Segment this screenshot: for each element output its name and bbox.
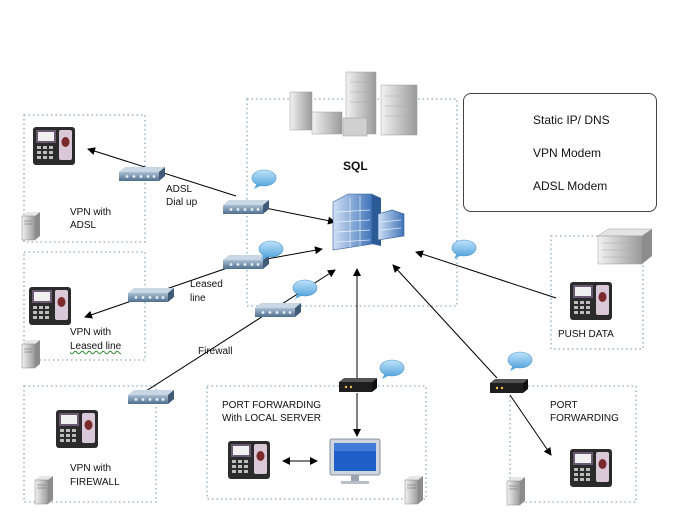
link-adsl-dialup-label-line2: Dial up <box>166 197 198 208</box>
link-leased-line-label-line1: Leased <box>190 279 223 290</box>
tower-pc-port-forwarding-icon <box>506 476 526 506</box>
link-portfwd-to-server <box>392 264 498 379</box>
tower-pc-port-forwarding-local-icon <box>404 475 424 505</box>
terminal-vpn-adsl-icon <box>33 127 75 165</box>
site-port-forwarding-local-label-line1: PORT FORWARDING <box>222 400 322 411</box>
terminal-vpn-firewall-icon <box>56 410 98 448</box>
terminal-port-forwarding-icon <box>570 449 612 487</box>
static-ip-cloud-port-forwarding-icon <box>507 351 533 372</box>
site-vpn-leased-label-line1: VPN with <box>70 327 112 338</box>
link-adsl-dialup-label-line1: ADSL <box>166 184 193 195</box>
link-leased-line-label-line2: line <box>190 293 206 304</box>
site-vpn-adsl-label-line1: VPN with <box>70 207 112 218</box>
vpn-modem-firewall-left-icon <box>128 390 174 404</box>
city-buildings-icon <box>289 71 418 137</box>
tower-pc-vpn-leased-icon <box>21 339 41 369</box>
adsl-modem-port-forwarding-icon <box>490 379 528 393</box>
site-vpn-firewall-label-line2: FIREWALL <box>70 477 120 488</box>
link-push-data-to-server <box>415 250 557 299</box>
link-portfwd-to-terminal <box>509 394 552 456</box>
site-port-forwarding-border <box>509 385 637 503</box>
site-vpn-leased-border <box>23 251 146 361</box>
site-push-data-border <box>550 235 644 350</box>
vpn-modem-leased-right-icon <box>223 255 269 269</box>
static-ip-cloud-firewall-icon <box>292 279 318 300</box>
sql-server-icon <box>332 193 405 251</box>
terminal-push-data-icon <box>570 282 612 320</box>
terminal-port-forwarding-local-icon <box>228 441 270 479</box>
site-vpn-adsl-label-line2: ADSL <box>70 220 97 231</box>
office-building-icon <box>597 228 653 265</box>
static-ip-cloud-adsl-icon <box>251 169 277 190</box>
static-ip-cloud-port-forwarding-local-icon <box>379 359 405 380</box>
vpn-modem-firewall-right-icon <box>255 303 301 317</box>
vpn-modem-leased-left-icon <box>128 288 174 302</box>
adsl-modem-port-forwarding-local-icon <box>339 378 377 392</box>
tower-pc-vpn-adsl-icon <box>21 211 41 241</box>
site-vpn-leased-label-line2: Leased line <box>70 341 122 352</box>
site-vpn-firewall-label-line1: VPN with <box>70 463 112 474</box>
legend-static-ip-label: Static IP/ DNS <box>533 113 610 127</box>
static-ip-cloud-push-data-icon <box>451 239 477 260</box>
site-vpn-firewall-border <box>23 385 157 503</box>
site-port-forwarding-label-line1: PORT <box>550 400 578 411</box>
legend-adsl-modem-label: ADSL Modem <box>533 179 608 193</box>
tower-pc-vpn-firewall-icon <box>34 475 54 505</box>
legend <box>463 93 657 212</box>
monitor-icon <box>329 438 381 484</box>
vpn-modem-adsl-right-icon <box>223 200 269 214</box>
link-firewall-label: Firewall <box>198 346 233 357</box>
site-push-data-label: PUSH DATA <box>558 329 614 340</box>
sql-label: SQL <box>343 159 368 173</box>
terminal-vpn-leased-icon <box>29 287 71 325</box>
legend-vpn-modem-label: VPN Modem <box>533 146 602 160</box>
site-port-forwarding-label-line2: FORWARDING <box>550 413 619 424</box>
site-port-forwarding-local-border <box>206 385 427 500</box>
vpn-modem-adsl-left-icon <box>119 167 165 181</box>
site-port-forwarding-local-label-line2: With LOCAL SERVER <box>222 413 321 424</box>
